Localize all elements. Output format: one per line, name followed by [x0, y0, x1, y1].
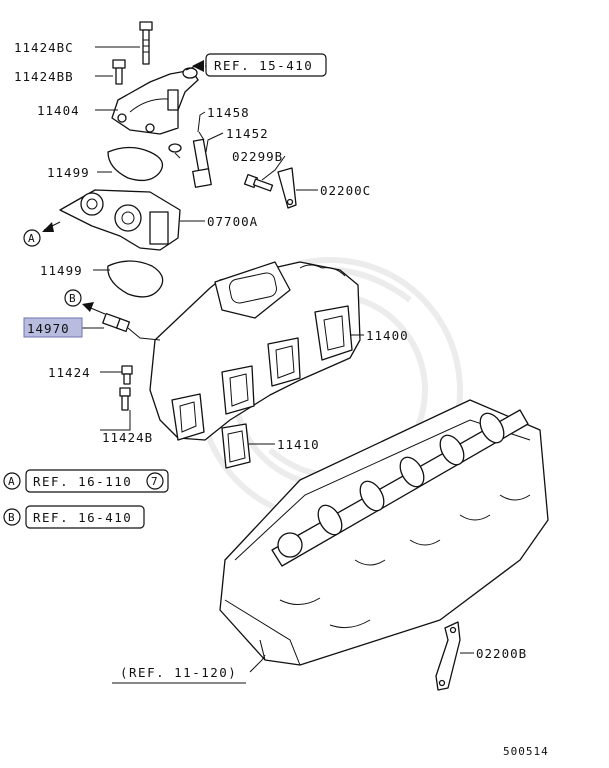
- label-11410: 11410: [277, 437, 320, 452]
- arrow-ref-top: [185, 60, 204, 72]
- label-11424: 11424: [48, 365, 91, 380]
- bolt-11424: [121, 365, 133, 385]
- label-02200b: 02200B: [476, 646, 527, 661]
- svg-text:A: A: [28, 232, 35, 245]
- bracket-02200c: [277, 167, 297, 209]
- fitting-14970: [102, 312, 131, 333]
- label-11452: 11452: [226, 126, 269, 141]
- label-02200c: 02200C: [320, 183, 371, 198]
- label-11424bc: 11424BC: [14, 40, 74, 55]
- ref-top-text[interactable]: REF. 15-410: [214, 58, 313, 73]
- bracket-02200b: [435, 621, 461, 691]
- gasket-11499-upper: [107, 146, 164, 182]
- bolt-11424bb: [112, 59, 126, 85]
- arrow-ref-a: [42, 221, 61, 232]
- gasket-11499-lower: [107, 260, 164, 298]
- highlight-14970: [23, 317, 83, 338]
- label-11404: 11404: [37, 103, 80, 118]
- gasket-11410: [221, 423, 251, 469]
- diagram-code: 500514: [503, 745, 549, 758]
- svg-text:7: 7: [151, 475, 158, 488]
- label-07700a: 07700A: [207, 214, 258, 229]
- label-11458: 11458: [207, 105, 250, 120]
- label-14970[interactable]: 14970: [27, 321, 70, 336]
- ref-bottom-text[interactable]: (REF. 11-120): [120, 665, 237, 680]
- label-02299b: 02299B: [232, 149, 283, 164]
- washer-11458: [168, 143, 182, 153]
- labels: 11424BC 11424BB 11404 11458 11452 02299B…: [14, 40, 527, 661]
- ref-box-top[interactable]: REF. 15-410: [205, 53, 327, 77]
- label-11499-lower: 11499: [40, 263, 83, 278]
- svg-text:A: A: [8, 475, 15, 488]
- marker-a-top: A: [23, 229, 41, 247]
- label-11424bb: 11424BB: [14, 69, 74, 84]
- bolt-11424b: [119, 387, 131, 411]
- bolt-02299b: [243, 173, 274, 192]
- ref-bottom[interactable]: (REF. 11-120): [112, 665, 246, 684]
- label-11424b: 11424B: [102, 430, 153, 445]
- water-outlet-07700a: [59, 189, 181, 251]
- ref-row-b[interactable]: B REF. 16-410: [3, 505, 145, 529]
- sensor-11452: [192, 131, 212, 188]
- thermostat-housing-11404: [111, 67, 199, 135]
- marker-b-top: B: [64, 289, 82, 307]
- label-11499-upper: 11499: [47, 165, 90, 180]
- cylinder-head: [219, 399, 549, 666]
- svg-text:B: B: [69, 292, 76, 305]
- label-11400: 11400: [366, 328, 409, 343]
- intake-manifold-11400: [149, 261, 361, 441]
- ref-b-text[interactable]: REF. 16-410: [33, 510, 132, 525]
- arrow-ref-b: [82, 302, 106, 315]
- ref-a-text[interactable]: REF. 16-110: [33, 474, 132, 489]
- svg-text:B: B: [8, 511, 15, 524]
- bolt-11424bc: [139, 21, 153, 65]
- ref-row-a[interactable]: A REF. 16-110 7: [3, 469, 169, 493]
